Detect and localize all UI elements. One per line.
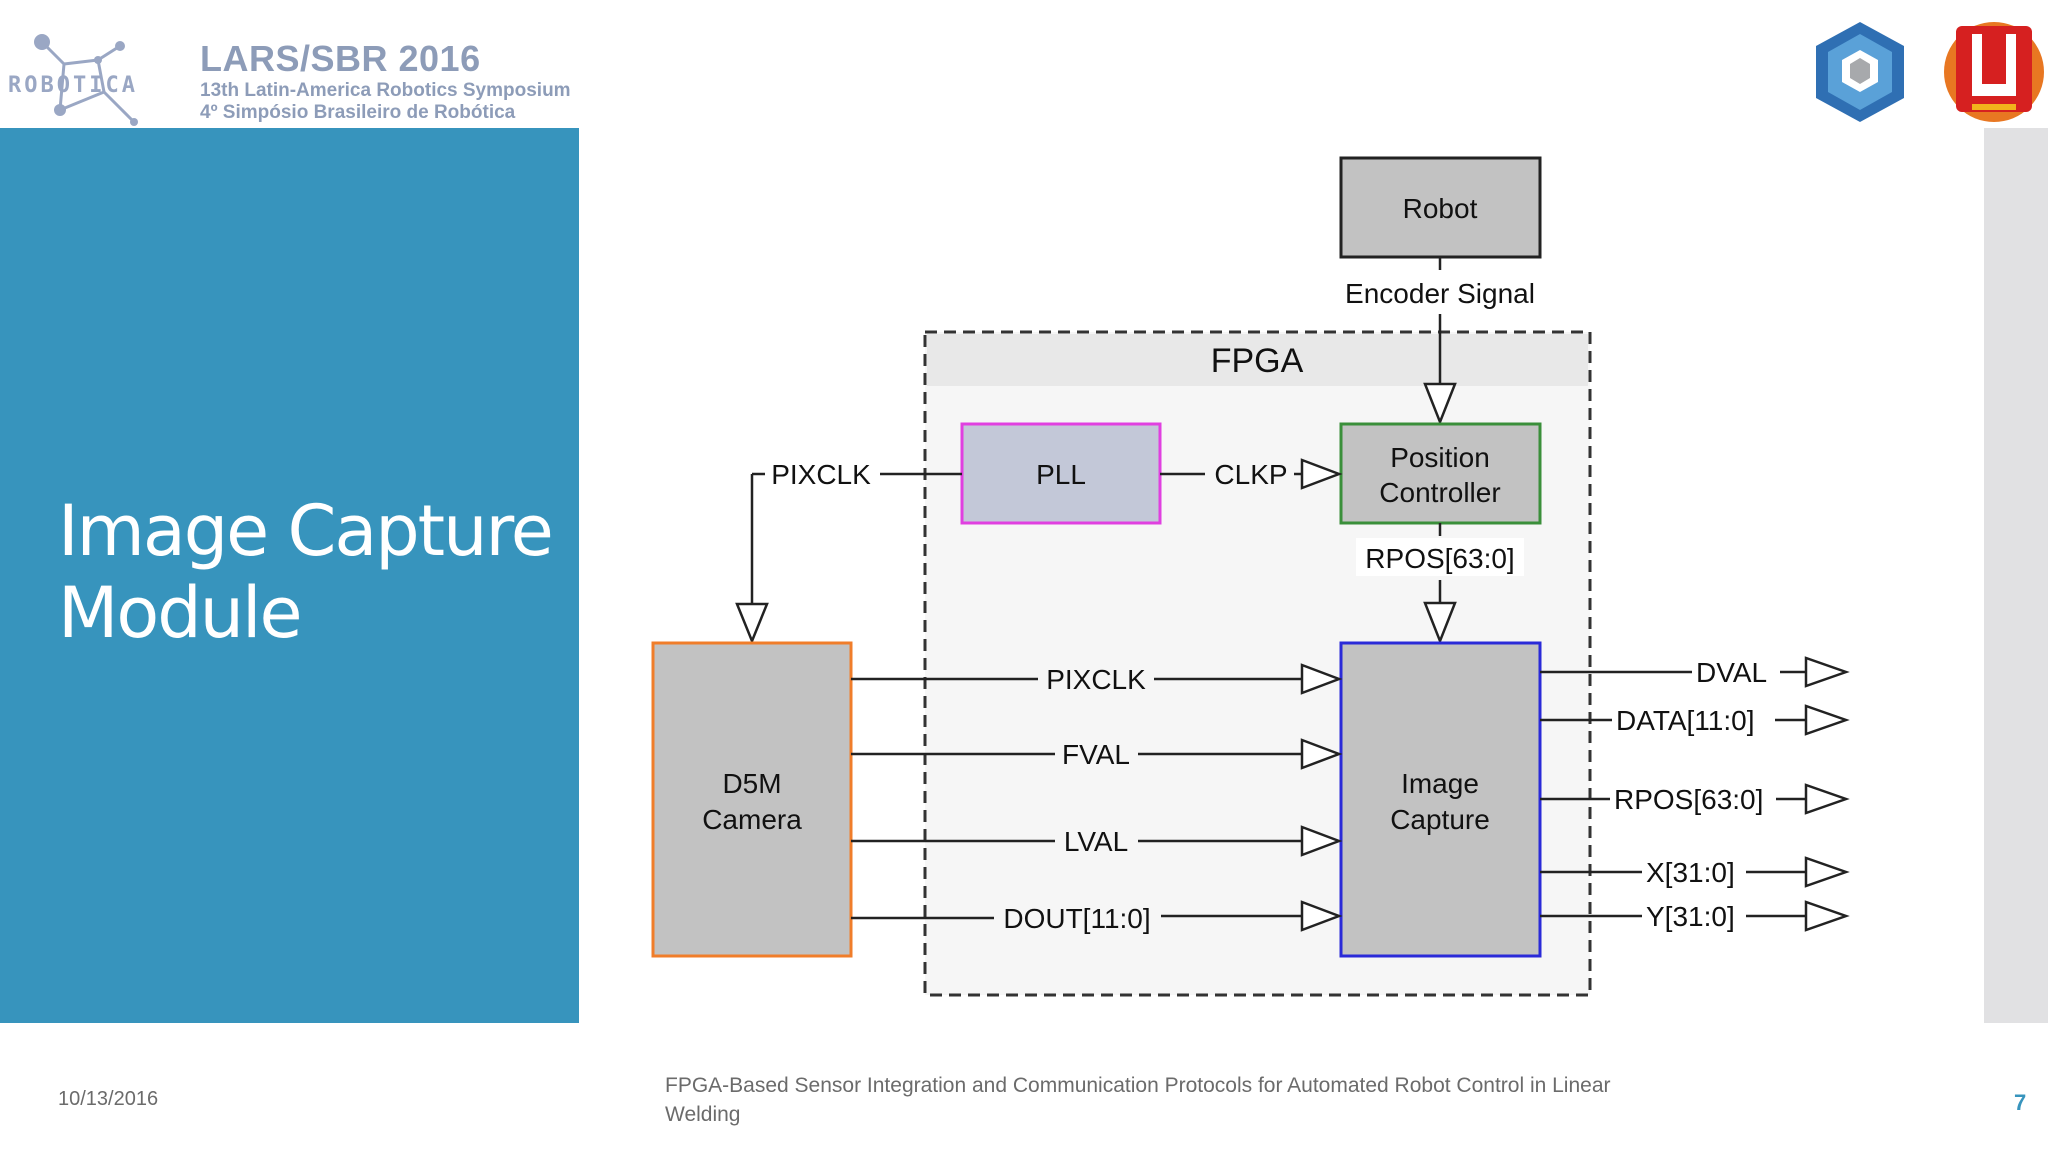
conference-subtitle-1: 13th Latin-America Robotics Symposium: [200, 80, 571, 101]
pixclk-label: PIXCLK: [1046, 664, 1146, 695]
dout-arrow: [1300, 900, 1343, 932]
right-edge-strip: [1984, 128, 2048, 1023]
pixclk-top-label: PIXCLK: [771, 459, 871, 490]
output-dval: DVAL: [1540, 656, 1850, 688]
lval-arrow: [1300, 825, 1343, 857]
conference-header: ROBOTICA LARS/SBR 2016 13th Latin-Americ…: [0, 0, 580, 128]
slide-title: Image Capture Module: [58, 490, 558, 654]
conference-title: LARS/SBR 2016: [200, 38, 481, 79]
robotica-logo: ROBOTICA: [8, 34, 138, 126]
slide-title-line-2: Module: [58, 572, 303, 654]
encoder-arrow: [1423, 382, 1457, 426]
slide-title-line-1: Image Capture: [58, 490, 554, 572]
output-y-label: Y[31:0]: [1646, 901, 1735, 932]
position-controller-label-1: Position: [1390, 442, 1490, 473]
rpos-in-arrow: [1423, 601, 1457, 645]
output-x-label: X[31:0]: [1646, 857, 1735, 888]
output-x: X[31:0]: [1540, 856, 1850, 888]
image-capture-block-diagram: FPGA Robot Encoder Signal Position Contr…: [651, 156, 1850, 997]
page-number: 7: [2014, 1090, 2027, 1115]
dout-label: DOUT[11:0]: [1003, 903, 1150, 934]
rpos-in-label-bg: [1356, 538, 1524, 576]
rpos-in-label: RPOS[63:0]: [1365, 543, 1514, 574]
position-controller-block: [1339, 422, 1542, 525]
university-shield-logo: [1816, 22, 1904, 122]
pll-block: [960, 422, 1162, 525]
clkp-arrow: [1300, 458, 1343, 490]
footer-caption: FPGA-Based Sensor Integration and Commun…: [665, 1074, 1611, 1126]
output-data: DATA[11:0]: [1540, 704, 1850, 736]
fval-arrow: [1300, 738, 1343, 770]
encoder-label-bg: [1335, 273, 1545, 311]
encoder-signal-label: Encoder Signal: [1345, 278, 1535, 309]
camera-label-1: D5M: [722, 768, 781, 799]
output-y: Y[31:0]: [1540, 900, 1850, 932]
conference-subtitle-2: 4º Simpósio Brasileiro de Robótica: [200, 102, 516, 123]
robotica-logo-text: ROBOTICA: [8, 73, 138, 98]
image-capture-label-2: Capture: [1390, 804, 1490, 835]
output-rpos: RPOS[63:0]: [1540, 783, 1850, 815]
output-rpos-label: RPOS[63:0]: [1614, 784, 1763, 815]
d5m-camera-block: [651, 641, 853, 958]
fval-label: FVAL: [1062, 739, 1130, 770]
pixclk-top-label-bg: [765, 456, 880, 492]
fpga-header-band: [927, 334, 1588, 386]
fpga-label: FPGA: [1211, 342, 1304, 380]
clkp-label: CLKP: [1214, 459, 1287, 490]
lval-label: LVAL: [1064, 826, 1128, 857]
output-dval-label: DVAL: [1696, 657, 1767, 688]
university-crest-logo: [1944, 22, 2044, 122]
position-controller-label-2: Controller: [1379, 477, 1500, 508]
camera-label-2: Camera: [702, 804, 802, 835]
robot-label: Robot: [1403, 193, 1478, 224]
pll-label: PLL: [1036, 459, 1086, 490]
output-data-label: DATA[11:0]: [1616, 705, 1755, 736]
pixclk-top-arrow: [735, 602, 769, 645]
image-capture-label-1: Image: [1401, 768, 1479, 799]
image-capture-block: [1339, 641, 1542, 958]
pixclk-arrow: [1300, 663, 1343, 695]
footer-date: 10/13/2016: [58, 1088, 159, 1110]
title-panel: [0, 128, 579, 1023]
